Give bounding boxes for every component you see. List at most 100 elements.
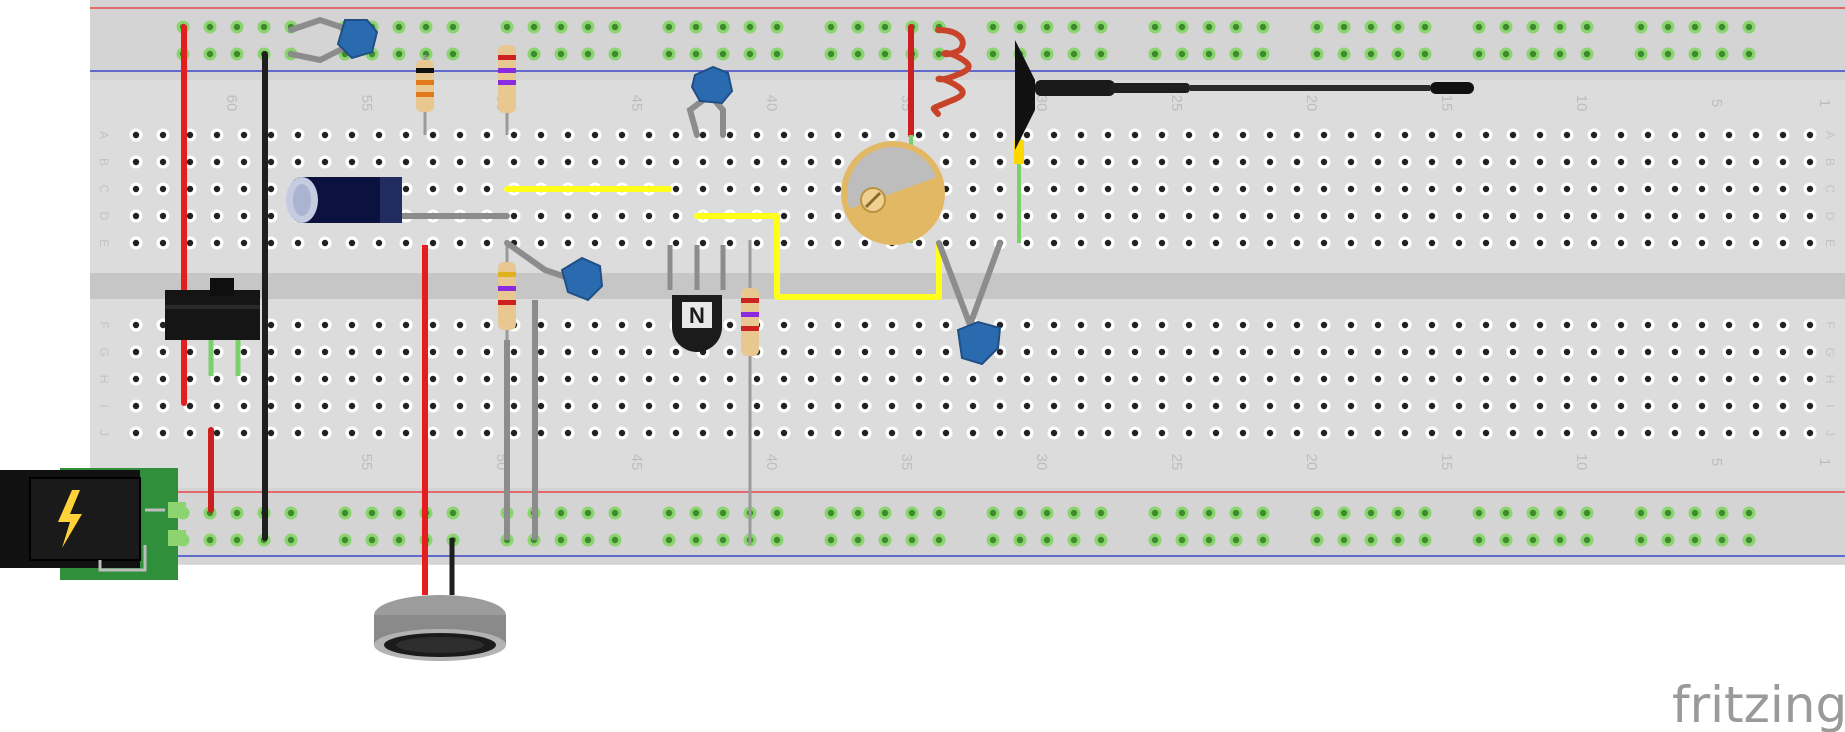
breadboard-hole-center (402, 348, 410, 356)
breadboard-hole-center (1266, 348, 1274, 356)
breadboard-hole-center (1185, 321, 1193, 329)
rail-hole-center (449, 509, 457, 517)
resistor-1-band (416, 80, 434, 85)
rail-hole-center (1502, 536, 1510, 544)
breadboard-hole-center (1725, 402, 1733, 410)
antenna (1014, 40, 1474, 243)
breadboard-hole-center (429, 321, 437, 329)
resistor-4-band (741, 326, 759, 331)
rail-hole-center (1232, 23, 1240, 31)
breadboard-hole-center (159, 239, 167, 247)
breadboard-hole-center (1725, 348, 1733, 356)
breadboard-hole-center (1239, 158, 1247, 166)
column-number: 15 (1438, 454, 1455, 471)
breadboard-hole-center (186, 212, 194, 220)
breadboard-hole-center (213, 185, 221, 193)
breadboard-hole-center (780, 158, 788, 166)
breadboard-hole-center (1482, 239, 1490, 247)
breadboard-hole-center (1698, 375, 1706, 383)
breadboard-hole-center (699, 429, 707, 437)
breadboard-hole-center (564, 131, 572, 139)
breadboard-hole-center (1617, 402, 1625, 410)
breadboard-hole-center (267, 348, 275, 356)
breadboard-hole-center (375, 375, 383, 383)
breadboard-hole-center (1374, 348, 1382, 356)
breadboard-hole-center (1644, 185, 1652, 193)
row-label: C (97, 185, 111, 194)
breadboard-hole-center (1509, 402, 1517, 410)
rail-hole-center (1691, 509, 1699, 517)
rail-hole-center (368, 509, 376, 517)
breadboard-hole-center (996, 158, 1004, 166)
breadboard-hole-center (1617, 185, 1625, 193)
breadboard-hole-center (699, 131, 707, 139)
breadboard-hole-center (996, 375, 1004, 383)
breadboard-hole-center (969, 158, 977, 166)
breadboard-hole-center (1212, 158, 1220, 166)
rail-hole-center (206, 50, 214, 58)
breadboard-hole-center (186, 402, 194, 410)
breadboard-hole-center (1671, 348, 1679, 356)
breadboard-hole-center (1752, 429, 1760, 437)
breadboard-hole-center (1617, 348, 1625, 356)
breadboard-hole-center (564, 375, 572, 383)
breadboard-hole-center (213, 348, 221, 356)
breadboard-hole-center (1671, 321, 1679, 329)
breadboard-hole-center (159, 375, 167, 383)
breadboard-hole-center (1779, 158, 1787, 166)
breadboard-hole-center (672, 131, 680, 139)
breadboard-hole-center (267, 239, 275, 247)
breadboard-hole-center (1482, 348, 1490, 356)
rail-hole-center (881, 50, 889, 58)
breadboard-hole-center (1455, 348, 1463, 356)
breadboard-hole-center (1563, 158, 1571, 166)
breadboard-hole-center (1185, 212, 1193, 220)
row-label: G (97, 347, 111, 356)
breadboard-hole-center (1320, 212, 1328, 220)
rail-hole-center (1502, 23, 1510, 31)
rail-hole-center (1394, 23, 1402, 31)
breadboard-hole-center (1563, 429, 1571, 437)
rail-hole-center (1475, 509, 1483, 517)
breadboard-hole-center (726, 402, 734, 410)
breadboard-hole-center (1320, 185, 1328, 193)
breadboard-hole-center (1320, 131, 1328, 139)
rail-hole-center (1475, 50, 1483, 58)
rail-hole-center (557, 23, 565, 31)
breadboard-hole-center (834, 402, 842, 410)
breadboard-hole-center (132, 429, 140, 437)
breadboard-hole-center (1347, 429, 1355, 437)
breadboard-hole-center (1563, 212, 1571, 220)
resistor-3-band (498, 300, 516, 305)
column-number: 5 (1708, 458, 1725, 466)
rail-hole-center (719, 23, 727, 31)
breadboard-hole-center (294, 429, 302, 437)
breadboard-hole-center (969, 212, 977, 220)
breadboard-hole-center (348, 158, 356, 166)
breadboard-hole-center (1104, 185, 1112, 193)
breadboard-hole-center (1212, 321, 1220, 329)
rail-hole-center (692, 509, 700, 517)
breadboard-hole-center (1401, 212, 1409, 220)
breadboard-hole-center (1698, 239, 1706, 247)
breadboard-hole-center (1509, 239, 1517, 247)
rail-hole-center (935, 509, 943, 517)
breadboard-hole-center (1752, 375, 1760, 383)
breadboard-hole-center (402, 158, 410, 166)
breadboard-hole-center (888, 402, 896, 410)
breadboard-hole-center (1131, 158, 1139, 166)
ceramic-capacitor-middle (560, 256, 604, 302)
breadboard-hole-center (1320, 321, 1328, 329)
breadboard-hole-center (1266, 212, 1274, 220)
breadboard-hole-center (1374, 239, 1382, 247)
breadboard-hole-center (1644, 402, 1652, 410)
electret-microphone (374, 595, 506, 661)
column-number: 10 (1573, 454, 1590, 471)
breadboard-hole-center (1077, 348, 1085, 356)
rail-hole-center (206, 23, 214, 31)
breadboard-hole-center (1671, 185, 1679, 193)
rail-hole-center (1502, 509, 1510, 517)
breadboard-hole-center (1428, 402, 1436, 410)
breadboard-hole-center (321, 429, 329, 437)
breadboard-hole-center (942, 131, 950, 139)
